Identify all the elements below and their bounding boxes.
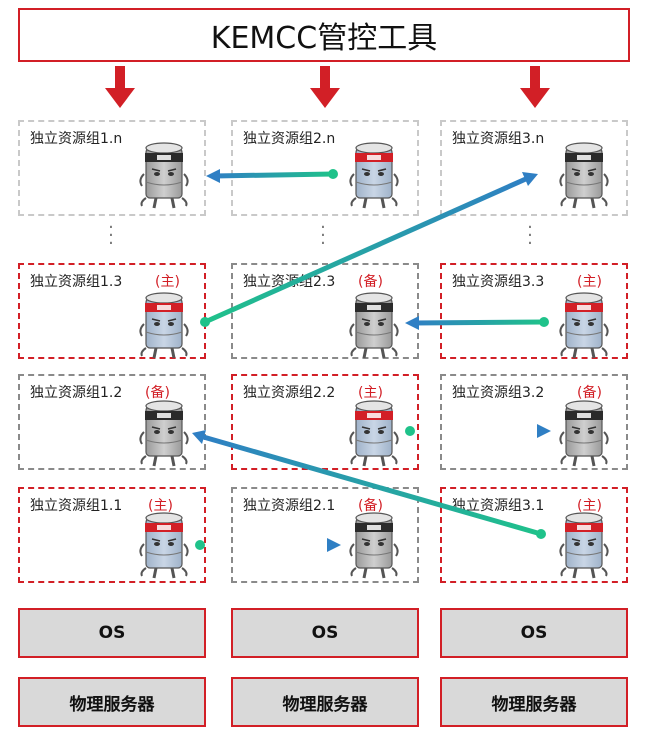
group-label: 独立资源组3.n [452, 131, 545, 147]
ellipsis-col2: ··· [320, 217, 326, 254]
group-label: 独立资源组3.3 [452, 274, 545, 290]
database-mascot-icon [346, 510, 402, 582]
down-arrow-col3 [520, 66, 550, 108]
database-mascot-icon [556, 140, 612, 212]
group-label: 独立资源组2.1 [243, 498, 336, 514]
down-arrow-col1 [105, 66, 135, 108]
ellipsis-col1: ··· [108, 217, 114, 254]
database-mascot-icon [556, 398, 612, 470]
database-mascot-icon [136, 510, 192, 582]
server-box-col3: 物理服务器 [440, 677, 628, 727]
group-label: 独立资源组1.1 [30, 498, 123, 514]
role-tag: (备) [145, 385, 170, 401]
server-box-col2: 物理服务器 [231, 677, 419, 727]
database-mascot-icon [346, 140, 402, 212]
group-label: 独立资源组2.3 [243, 274, 336, 290]
os-box-col1: OS [18, 608, 206, 658]
database-mascot-icon [346, 290, 402, 362]
os-box-col2: OS [231, 608, 419, 658]
group-label: 独立资源组3.1 [452, 498, 545, 514]
group-label: 独立资源组2.n [243, 131, 336, 147]
database-mascot-icon [136, 140, 192, 212]
role-tag: (主) [577, 274, 602, 290]
role-tag: (主) [577, 498, 602, 514]
role-tag: (主) [155, 274, 180, 290]
role-tag: (主) [358, 385, 383, 401]
group-label: 独立资源组1.3 [30, 274, 123, 290]
server-box-col1: 物理服务器 [18, 677, 206, 727]
os-box-col3: OS [440, 608, 628, 658]
ellipsis-col3: ··· [527, 217, 533, 254]
group-label: 独立资源组1.2 [30, 385, 123, 401]
database-mascot-icon [136, 398, 192, 470]
down-arrow-col2 [310, 66, 340, 108]
role-tag: (主) [148, 498, 173, 514]
database-mascot-icon [136, 290, 192, 362]
group-label: 独立资源组3.2 [452, 385, 545, 401]
role-tag: (备) [358, 274, 383, 290]
database-mascot-icon [556, 290, 612, 362]
role-tag: (备) [577, 385, 602, 401]
group-label: 独立资源组2.2 [243, 385, 336, 401]
database-mascot-icon [556, 510, 612, 582]
management-tool-title: KEMCC管控工具 [18, 8, 630, 62]
group-label: 独立资源组1.n [30, 131, 123, 147]
database-mascot-icon [346, 398, 402, 470]
